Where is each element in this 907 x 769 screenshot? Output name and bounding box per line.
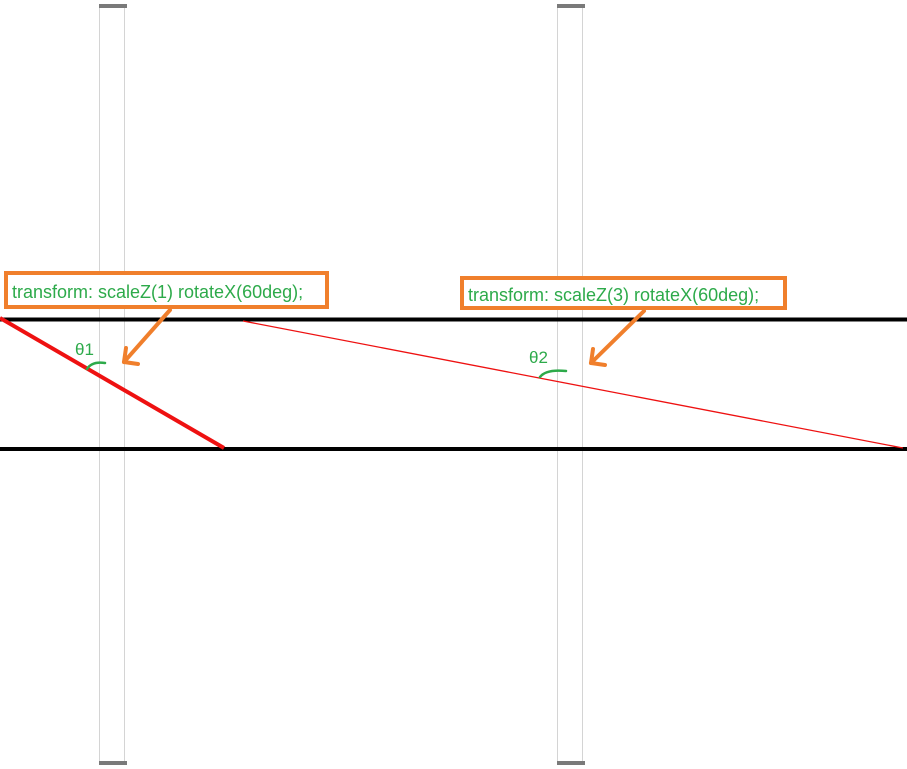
- left-transform-label-text: transform: scaleZ(1) rotateX(60deg);: [12, 282, 304, 302]
- left-pillar-bottom-cap: [99, 761, 127, 765]
- right-callout-arrow: [589, 309, 646, 367]
- theta-2-angle-arc: [538, 369, 568, 379]
- left-pillar-top-cap: [99, 4, 127, 8]
- left-callout-arrow: [122, 308, 172, 366]
- right-vertical-pillar: [557, 4, 585, 765]
- right-transform-label: transform: scaleZ(3) rotateX(60deg);: [460, 276, 787, 310]
- left-vertical-pillar: [99, 4, 127, 765]
- red-line-scalez-3: [242, 320, 904, 449]
- red-line-scalez-1: [0, 316, 226, 450]
- theta-2-label: θ2: [529, 348, 548, 367]
- left-transform-label: transform: scaleZ(1) rotateX(60deg);: [4, 271, 329, 309]
- theta-1-angle-arc: [85, 361, 107, 371]
- right-pillar-top-cap: [557, 4, 585, 8]
- theta-1-label: θ1: [75, 340, 94, 359]
- right-transform-label-text: transform: scaleZ(3) rotateX(60deg);: [468, 285, 760, 305]
- right-pillar-bottom-cap: [557, 761, 585, 765]
